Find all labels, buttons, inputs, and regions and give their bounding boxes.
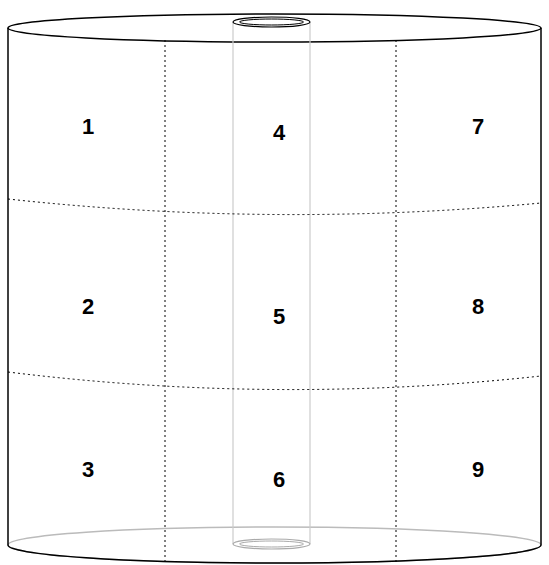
cylinder-base-back — [8, 527, 541, 563]
section-divider — [396, 40, 397, 562]
section-divider — [8, 199, 541, 215]
callout-number: 8 — [472, 296, 484, 318]
callout-number: 2 — [82, 296, 94, 318]
tube-bottom — [233, 539, 310, 549]
callout-number: 3 — [82, 459, 94, 481]
callout-number: 1 — [82, 116, 94, 138]
section-divider — [8, 372, 541, 390]
section-divider — [165, 40, 166, 562]
tube-side — [232, 22, 233, 544]
tube-bottom-inner — [240, 541, 304, 547]
cylinder-side — [7, 28, 9, 545]
cylinder-top — [8, 14, 541, 42]
callout-number: 6 — [273, 469, 285, 491]
callout-number: 9 — [472, 459, 484, 481]
callout-number: 5 — [273, 306, 285, 328]
callout-number: 7 — [472, 116, 484, 138]
tube-side — [309, 22, 310, 544]
tube-top-inner — [240, 19, 304, 25]
cylinder-side — [540, 28, 542, 545]
cylinder-base-front — [8, 545, 541, 563]
tube-top — [233, 17, 310, 27]
callout-number: 4 — [273, 122, 285, 144]
